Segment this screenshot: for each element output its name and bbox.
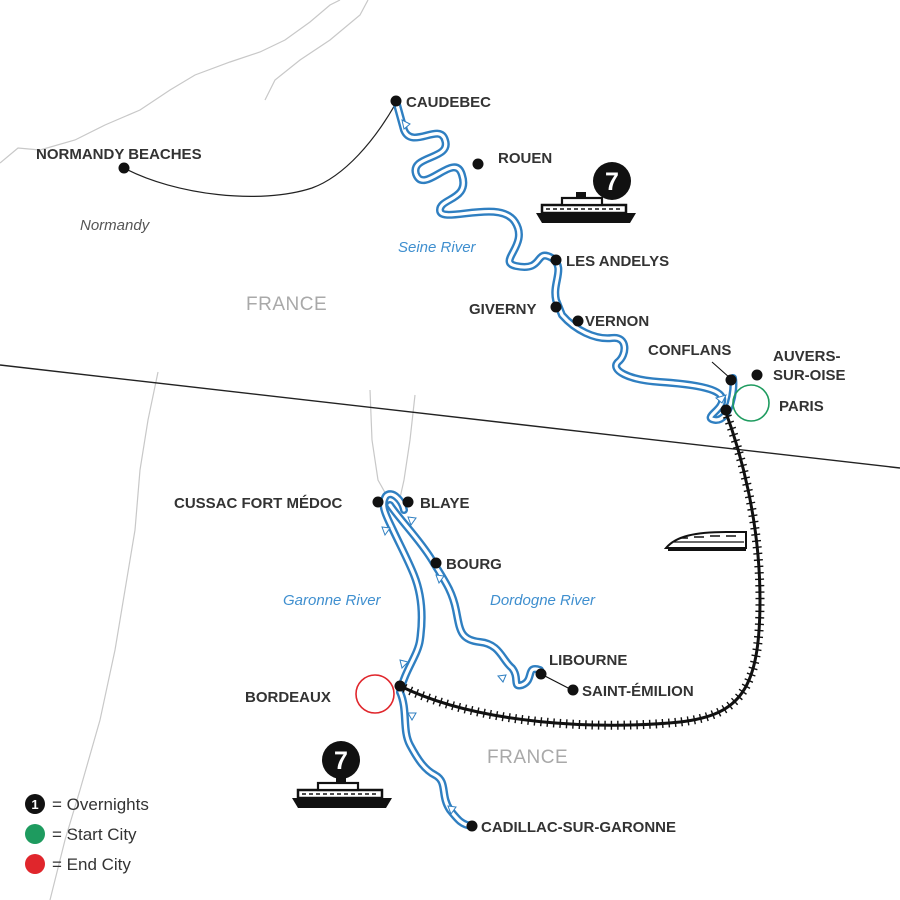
seine-direction-arrow (401, 119, 411, 130)
bordeaux-overnights-badge (322, 741, 360, 779)
atlantic-coast (49, 371, 159, 900)
end-city-ring (355, 674, 395, 714)
stop-paris[interactable] (720, 404, 732, 416)
gironde-east (399, 394, 416, 499)
rail-line (398, 408, 765, 730)
legend-overnights-sample: 1 (31, 797, 38, 812)
stop-bordeaux[interactable] (394, 680, 406, 692)
label-dordogne-river: Dordogne River (490, 592, 596, 609)
conflans-pointer (711, 361, 731, 379)
stop-rouen[interactable] (472, 158, 484, 170)
dordogne-arrow-2 (435, 574, 445, 585)
northern-coastline-2 (264, 0, 369, 101)
saint-emilion-line (540, 673, 573, 691)
label-france-south: FRANCE (487, 747, 568, 768)
panel-divider-line (0, 364, 900, 469)
stop-bourg[interactable] (430, 557, 442, 569)
stop-libourne[interactable] (535, 668, 547, 680)
label-garonne-river: Garonne River (283, 592, 382, 609)
stop-blaye[interactable] (402, 496, 414, 508)
seine-overnights-badge (593, 162, 631, 200)
label-auvers-line2: SUR-OISE (773, 367, 846, 384)
garonne-south (396, 688, 476, 830)
legend-start-city-text: = Start City (52, 825, 137, 844)
dordogne-arrow-3 (497, 674, 507, 683)
label-rouen: ROUEN (498, 150, 552, 167)
stop-auvers-sur-oise[interactable] (751, 369, 763, 381)
stop-les-andelys[interactable] (550, 254, 562, 266)
legend-start-city-icon (25, 824, 45, 844)
stop-conflans[interactable] (725, 374, 737, 386)
label-seine-river: Seine River (398, 239, 477, 256)
seine-overnights-number: 7 (605, 168, 619, 196)
label-saint-emilion: SAINT-ÉMILION (582, 683, 694, 700)
start-city-ring (732, 384, 770, 422)
seine-cruise-ship-icon (536, 192, 636, 223)
city-labels: CAUDEBEC NORMANDY BEACHES ROUEN LES ANDE… (36, 94, 846, 836)
conflans-pointer-arrow (714, 394, 727, 404)
normandy-excursion-line (123, 102, 397, 197)
seine-river (392, 97, 738, 424)
stop-vernon[interactable] (572, 315, 584, 327)
legend-end-city-icon (25, 854, 45, 874)
stops (118, 95, 763, 832)
stop-saint-emilion[interactable] (567, 684, 579, 696)
label-cadillac: CADILLAC-SUR-GARONNE (481, 819, 676, 836)
bordeaux-rivers (379, 490, 544, 830)
label-normandy-region: Normandy (80, 217, 151, 234)
cadillac-arrow (447, 805, 457, 816)
stop-cussac[interactable] (372, 496, 384, 508)
legend-end-city-text: = End City (52, 855, 131, 874)
label-france-north: FRANCE (246, 294, 327, 315)
legend-overnights-icon (25, 794, 45, 814)
dordogne-arrow-1 (407, 516, 417, 527)
garonne-arrow-3 (407, 712, 417, 722)
train-icon (663, 531, 747, 551)
label-les-andelys: LES ANDELYS (566, 253, 669, 270)
stop-caudebec[interactable] (390, 95, 402, 107)
bordeaux-cruise-ship-icon (292, 777, 392, 808)
label-bordeaux: BORDEAUX (245, 689, 331, 706)
label-caudebec: CAUDEBEC (406, 94, 491, 111)
label-cussac: CUSSAC FORT MÉDOC (174, 495, 343, 512)
garonne-arrow-2 (399, 659, 409, 669)
stop-cadillac[interactable] (466, 820, 478, 832)
label-auvers-line1: AUVERS- (773, 348, 841, 365)
legend: 1 = Overnights = Start City = End City (25, 794, 149, 874)
label-normandy-beaches: NORMANDY BEACHES (36, 146, 202, 163)
stop-normandy-beaches[interactable] (118, 162, 130, 174)
gironde-west (369, 389, 389, 499)
label-paris: PARIS (779, 398, 824, 415)
label-giverny: GIVERNY (469, 301, 537, 318)
label-blaye: BLAYE (420, 495, 469, 512)
northern-coastline (0, 0, 341, 164)
coastlines (0, 0, 416, 900)
stop-giverny[interactable] (550, 301, 562, 313)
label-conflans: CONFLANS (648, 342, 731, 359)
garonne-arrow-1 (381, 526, 391, 537)
label-libourne: LIBOURNE (549, 652, 627, 669)
bordeaux-overnights-number: 7 (334, 747, 348, 775)
legend-overnights-text: = Overnights (52, 795, 149, 814)
label-vernon: VERNON (585, 313, 649, 330)
label-bourg: BOURG (446, 556, 502, 573)
